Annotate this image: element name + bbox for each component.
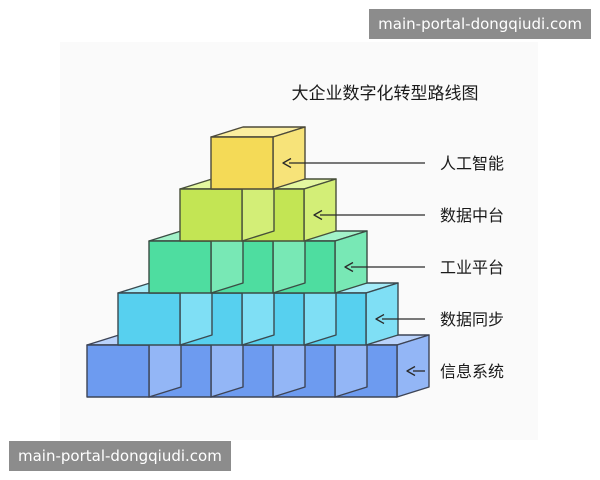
cube-side-face [334,230,368,294]
tier-label-5: 信息系统 [440,362,504,381]
arrow-head [344,261,354,273]
cube [210,126,306,190]
tier-label-1: 人工智能 [440,154,504,173]
cube-side-face [272,126,306,190]
cube-front-face [86,344,150,398]
tier-arrow-1 [282,157,425,169]
arrow-head [406,365,416,377]
watermark-top: main-portal-dongqiudi.com [369,9,591,39]
cube-row-1 [210,126,306,190]
cube-front-face [148,240,212,294]
arrow-head [313,209,323,221]
cube-front-face [210,136,274,190]
arrow-head [282,157,292,169]
tier-arrow-5 [406,365,425,377]
cube-side-face [396,334,430,398]
tier-label-3: 工业平台 [440,258,504,277]
arrow-head [375,313,385,325]
diagram-title: 大企业数字化转型路线图 [292,84,479,104]
tier-label-4: 数据同步 [440,310,504,329]
tier-arrows [282,157,425,377]
cube-front-face [179,188,243,242]
cube-side-face [365,282,399,346]
tier-arrow-4 [375,313,425,325]
cube-front-face [117,292,181,346]
tier-label-2: 数据中台 [440,206,504,225]
cube-side-face [303,178,337,242]
cube [179,178,275,242]
tier-arrow-3 [344,261,425,273]
tier-labels: 信息系统 数据同步 工业平台 数据中台 人工智能 [440,154,504,381]
watermark-bottom: main-portal-dongqiudi.com [9,441,231,471]
cube-pyramid [86,126,430,398]
tier-arrow-2 [313,209,425,221]
cube-row-4 [117,282,399,346]
